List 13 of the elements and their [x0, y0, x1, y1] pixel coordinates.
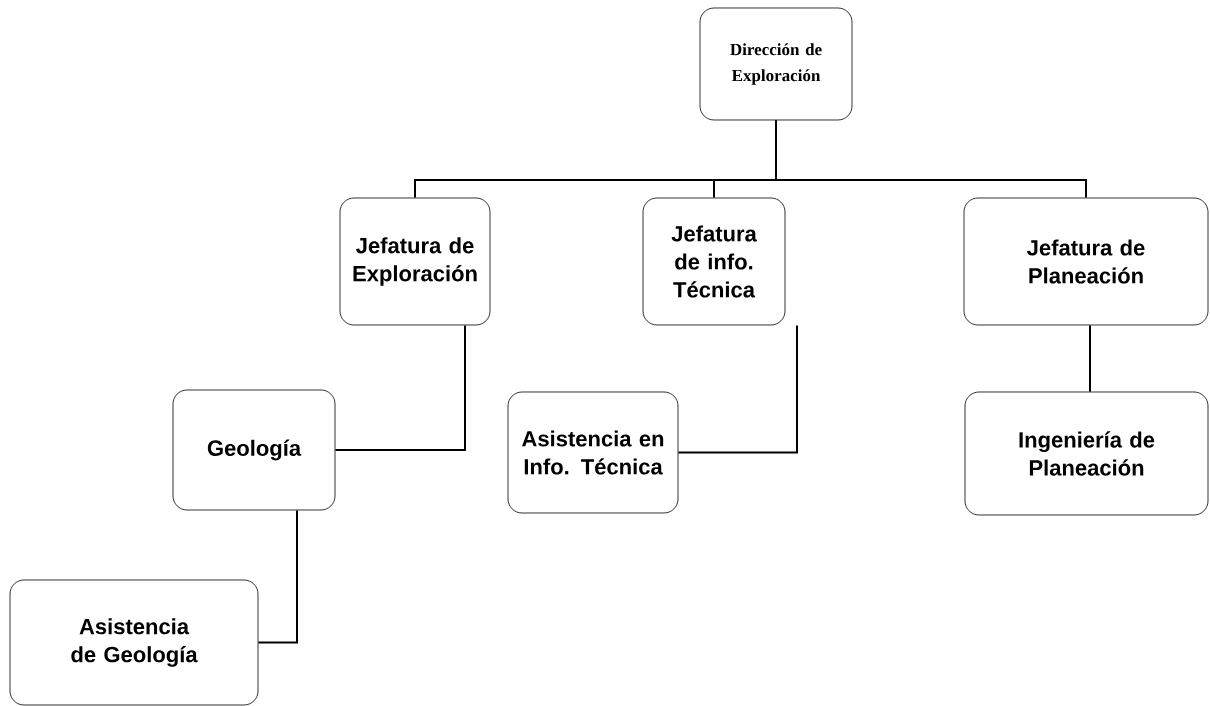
org-box: Jefatura de Planeación	[963, 197, 1209, 326]
org-box: Geología	[172, 389, 336, 511]
connector-line	[677, 324, 798, 454]
org-box: Asistencia en Info. Técnica	[507, 391, 679, 514]
org-box: Ingeniería de Planeación	[964, 391, 1209, 516]
org-box: Jefatura de Exploración	[339, 197, 491, 326]
connector-line	[257, 509, 298, 644]
org-box: Asistencia de Geología	[9, 579, 259, 706]
connector-line	[775, 119, 1087, 199]
org-box: Dirección de Exploración	[699, 7, 853, 121]
connector-line	[1089, 324, 1091, 393]
org-box: Jefatura de info. Técnica	[642, 197, 786, 326]
connector-line	[334, 324, 466, 451]
